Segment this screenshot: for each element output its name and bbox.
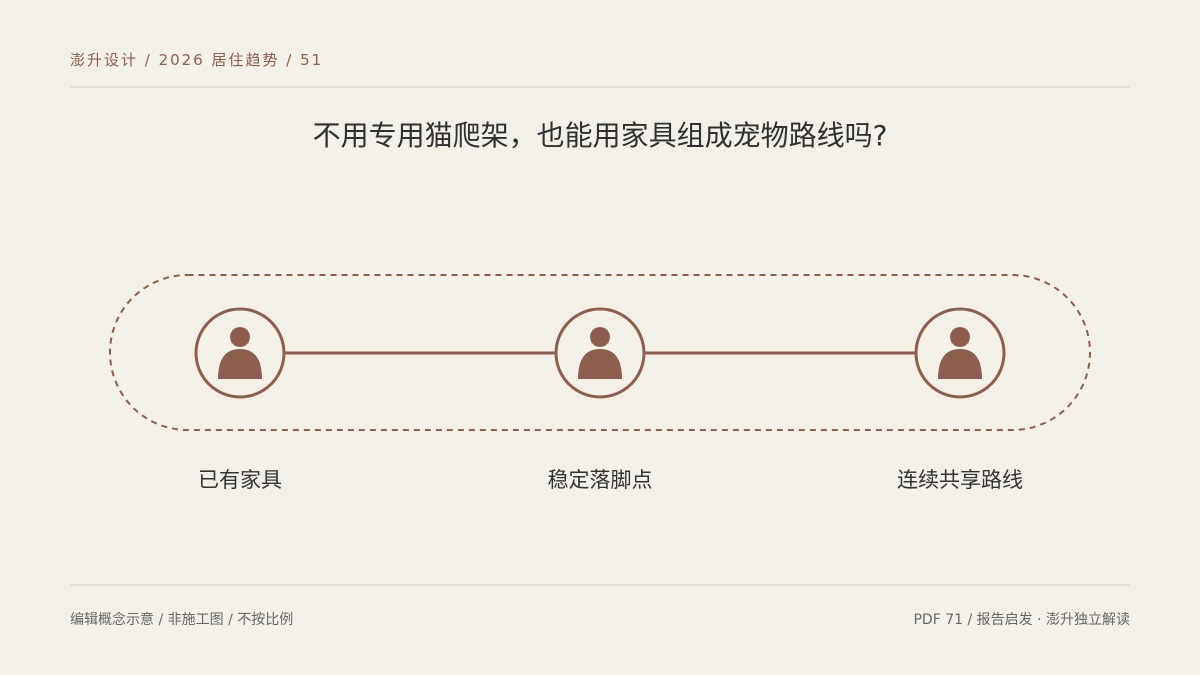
page-title: 不用专用猫爬架，也能用家具组成宠物路线吗? (312, 119, 888, 152)
node-2 (554, 307, 646, 399)
node-1 (194, 307, 286, 399)
header-label: 澎升设计 / 2026 居住趋势 / 51 (70, 51, 324, 69)
person-icon (938, 327, 982, 379)
person-icon (218, 327, 262, 379)
node-label-shared-route: 连续共享路线 (897, 468, 1023, 492)
footer-note: 编辑概念示意 / 非施工图 / 不按比例 (70, 612, 294, 628)
bottom-divider (70, 584, 1130, 586)
person-icon (578, 327, 622, 379)
node-label-existing-furniture: 已有家具 (198, 468, 282, 492)
node-3 (914, 307, 1006, 399)
node-label-stable-footholds: 稳定落脚点 (547, 468, 653, 492)
route-dashed-outline (109, 274, 1091, 431)
top-divider (70, 86, 1130, 88)
footer-source: PDF 71 / 报告启发 · 澎升独立解读 (913, 612, 1130, 628)
